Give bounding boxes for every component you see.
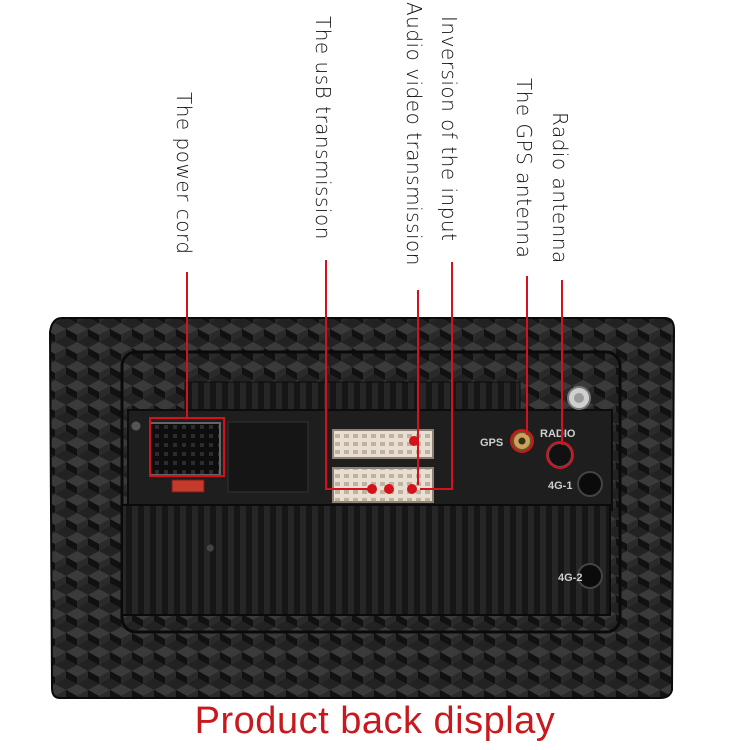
label-gps-antenna: The GPS antenna	[512, 78, 536, 259]
radio-socket	[547, 442, 573, 468]
callout-dot	[409, 436, 419, 446]
callout-gps-ring	[510, 429, 534, 453]
label-usb: The usB transmission	[311, 16, 335, 240]
4g-2-silk-label: 4G-2	[558, 572, 582, 584]
label-inversion: Inversion of the input	[437, 16, 461, 242]
screw	[130, 420, 142, 432]
label-power-cord: The power cord	[172, 92, 196, 255]
callout-usb-line	[325, 260, 372, 490]
power-connector	[149, 422, 221, 476]
4g-1-socket	[577, 471, 603, 497]
screw	[574, 393, 584, 403]
screw	[205, 543, 215, 553]
label-radio-antenna: Radio antenna	[548, 112, 572, 264]
callout-dot	[384, 484, 394, 494]
top-vent	[184, 381, 521, 413]
callout-dot	[407, 484, 417, 494]
gps-silk-label: GPS	[480, 437, 503, 449]
caption: Product back display	[194, 700, 556, 742]
av-connector-lower	[332, 467, 434, 503]
4g-1-silk-label: 4G-1	[548, 480, 572, 492]
callout-radio-ring	[546, 441, 574, 469]
callout-dot	[367, 484, 377, 494]
callout-inversion-line	[420, 262, 453, 490]
blank-module	[227, 421, 309, 493]
heatsink	[121, 504, 611, 616]
label-audio-video: Audio video transmission	[402, 2, 426, 266]
gps-socket-core	[518, 437, 526, 445]
4g-2-socket	[577, 563, 603, 589]
callout-power-box	[149, 417, 225, 477]
fuse	[171, 479, 205, 493]
radio-silk-label: RADIO	[540, 428, 576, 440]
